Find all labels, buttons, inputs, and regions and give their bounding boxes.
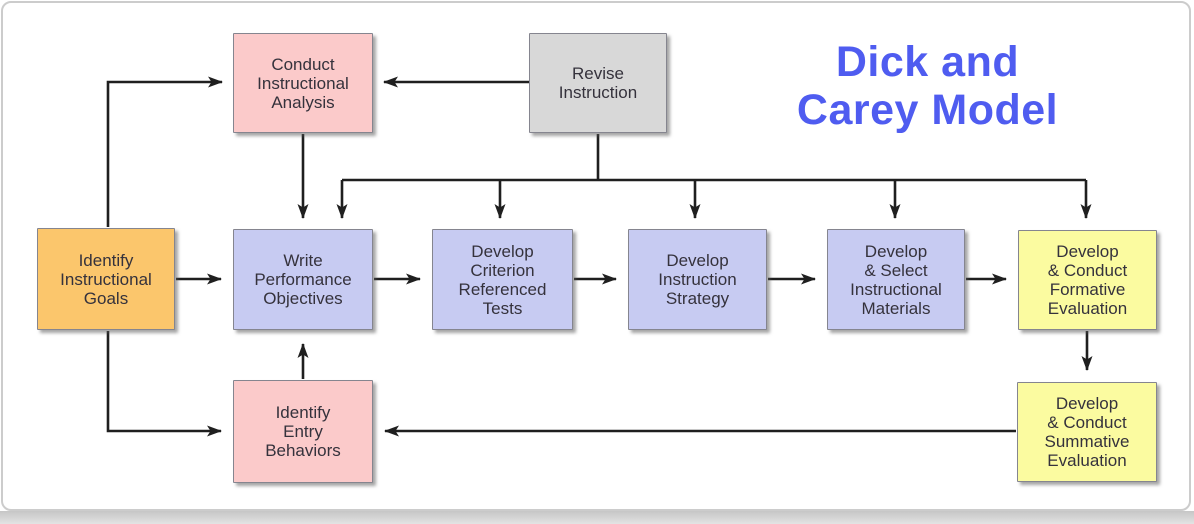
diagram-title: Dick and Carey Model bbox=[796, 38, 1059, 134]
node-label: Write Performance Objectives bbox=[254, 251, 352, 308]
node-revise-instruction: Revise Instruction bbox=[529, 33, 667, 133]
node-label: Revise Instruction bbox=[558, 64, 638, 102]
node-label: Identify Instructional Goals bbox=[60, 250, 152, 308]
node-develop-conduct-summative-evaluation: Develop & Conduct Summative Evaluation bbox=[1017, 382, 1157, 482]
node-label: Conduct Instructional Analysis bbox=[257, 54, 349, 112]
node-write-performance-objectives: Write Performance Objectives bbox=[233, 229, 373, 330]
node-develop-criterion-referenced-tests: Develop Criterion Referenced Tests bbox=[432, 229, 573, 330]
page-bottom-strip bbox=[0, 511, 1194, 524]
node-label: Develop & Conduct Summative Evaluation bbox=[1044, 394, 1130, 470]
arrow-goals-to-entry bbox=[106, 331, 222, 437]
node-conduct-instructional-analysis: Conduct Instructional Analysis bbox=[233, 33, 373, 133]
node-develop-select-instructional-materials: Develop & Select Instructional Materials bbox=[827, 229, 965, 330]
node-identify-instructional-goals: Identify Instructional Goals bbox=[37, 228, 175, 330]
node-label: Develop Criterion Referenced Tests bbox=[458, 241, 547, 318]
arrow-goals-to-analysis bbox=[106, 76, 223, 227]
node-develop-instruction-strategy: Develop Instruction Strategy bbox=[628, 229, 767, 330]
node-label: Develop Instruction Strategy bbox=[658, 251, 737, 308]
node-develop-conduct-formative-evaluation: Develop & Conduct Formative Evaluation bbox=[1018, 230, 1157, 330]
node-label: Develop & Select Instructional Materials bbox=[850, 241, 942, 318]
diagram-frame bbox=[1, 1, 1191, 511]
node-identify-entry-behaviors: Identify Entry Behaviors bbox=[233, 380, 373, 483]
node-label: Develop & Conduct Formative Evaluation bbox=[1047, 242, 1128, 318]
node-label: Identify Entry Behaviors bbox=[265, 403, 341, 460]
